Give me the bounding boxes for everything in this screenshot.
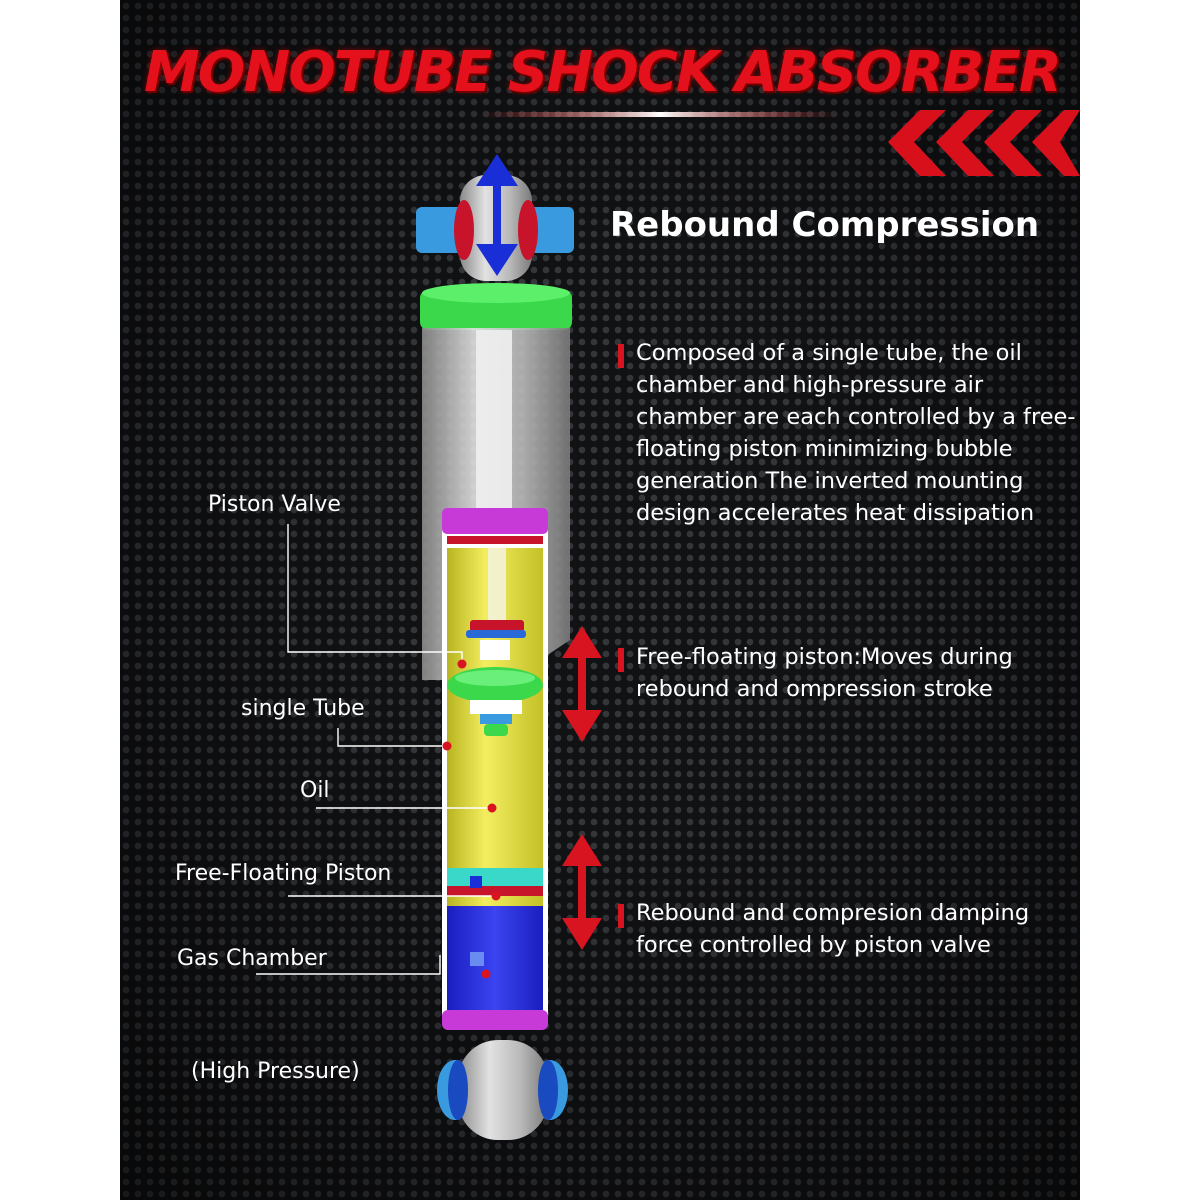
- label-piston-valve: Piston Valve: [208, 492, 341, 517]
- description-marker: [618, 648, 624, 672]
- description-marker: [618, 904, 624, 928]
- label-gas-chamber: Gas Chamber: [177, 946, 327, 971]
- label-free-floating-piston: Free-Floating Piston: [175, 861, 392, 886]
- description-monotube: Composed of a single tube, the oil chamb…: [636, 340, 1076, 526]
- stroke-arrow-lower-icon: [562, 834, 602, 950]
- description-marker: [618, 344, 624, 368]
- dust-cap: [420, 283, 572, 330]
- diagram-panel: MONOTUBE SHOCK ABSORBER Rebound Compress…: [120, 0, 1080, 1200]
- section-heading: Rebound Compression: [610, 205, 1040, 245]
- bottom-mount: [437, 1040, 568, 1140]
- shock-absorber-illustration: [256, 110, 1080, 1140]
- title-glow-line: [480, 112, 840, 117]
- callout-dots: [442, 659, 501, 979]
- description-damping-force: Rebound and compresion damping force con…: [636, 900, 1030, 958]
- stroke-arrow-upper-icon: [562, 626, 602, 742]
- single-tube: [442, 508, 548, 1030]
- top-mount: [416, 175, 574, 281]
- label-single-tube: single Tube: [241, 696, 365, 721]
- leader-lines: [256, 524, 494, 975]
- label-high-pressure: (High Pressure): [191, 1059, 360, 1084]
- page-title: MONOTUBE SHOCK ABSORBER: [144, 40, 1062, 105]
- piston-rod: [476, 330, 512, 520]
- description-free-floating-piston: Free-floating piston:Moves during reboun…: [636, 644, 1013, 702]
- travel-arrow-icon: [476, 154, 518, 276]
- free-floating-piston: [447, 868, 543, 896]
- piston-valve-assembly: [447, 620, 543, 736]
- label-oil: Oil: [300, 778, 330, 803]
- background-vignette: [120, 0, 1080, 1200]
- chevron-decoration-icon: [888, 110, 1080, 176]
